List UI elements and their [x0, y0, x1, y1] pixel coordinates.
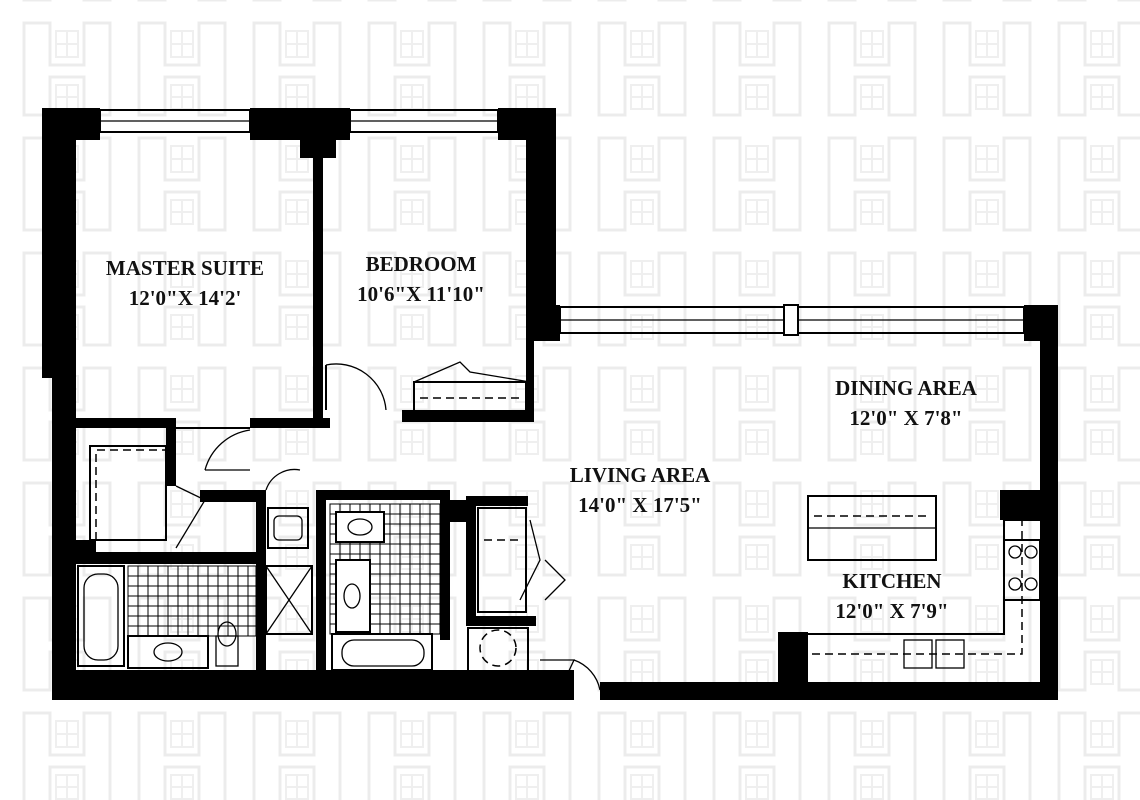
master-suite-name: MASTER SUITE [106, 256, 264, 280]
living-area-name: LIVING AREA [570, 463, 711, 487]
kitchen-dims: 12'0" X 7'9" [835, 599, 948, 623]
interior-walls [76, 140, 808, 694]
room-labels: MASTER SUITE 12'0"X 14'2' BEDROOM 10'6"X… [106, 252, 978, 623]
windows [99, 109, 1025, 336]
master-suite-dims: 12'0"X 14'2' [129, 286, 242, 310]
dining-area-dims: 12'0" X 7'8" [849, 406, 962, 430]
tile-floor [127, 565, 257, 637]
bedroom-name: BEDROOM [366, 252, 477, 276]
fixtures [77, 381, 1041, 673]
dining-area-name: DINING AREA [835, 376, 978, 400]
exterior-walls [42, 108, 1058, 700]
doors [175, 361, 601, 691]
living-area-dims: 14'0" X 17'5" [578, 493, 702, 517]
kitchen-name: KITCHEN [842, 569, 941, 593]
bedroom-dims: 10'6"X 11'10" [357, 282, 485, 306]
